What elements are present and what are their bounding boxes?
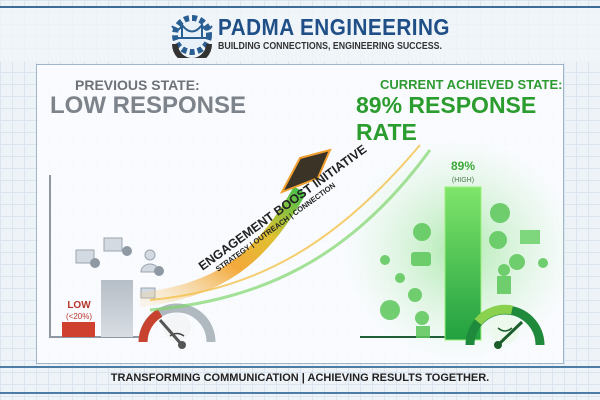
low-bar-label: LOW (<20%) (62, 300, 96, 322)
engagement-icons (380, 203, 548, 338)
header-rule (0, 6, 600, 8)
high-response-bar (444, 186, 482, 341)
company-name: PADMA ENGINEERING (218, 14, 450, 40)
low-bar-value: LOW (67, 300, 91, 311)
header-band (0, 8, 600, 62)
gray-bar (101, 280, 133, 337)
x-badge-icon (90, 246, 164, 276)
high-bar-label: 89% (HIGH) (443, 160, 483, 187)
high-bar-value: 89% (450, 159, 476, 173)
arrow-up-icon (279, 148, 332, 194)
previous-state-label: PREVIOUS STATE: (75, 77, 200, 93)
company-tagline: BUILDING CONNECTIONS, ENGINEERING SUCCES… (218, 41, 442, 52)
low-gauge-icon (138, 303, 216, 349)
low-response-bar (62, 322, 95, 337)
gear-bridge-icon (171, 15, 213, 58)
high-gauge-icon (465, 304, 545, 349)
footer-text: TRANSFORMING COMMUNICATION | ACHIEVING R… (110, 372, 490, 384)
high-bar-sub: (HIGH) (451, 177, 475, 184)
previous-state-value: LOW RESPONSE (50, 92, 247, 119)
footer-rule-bottom (0, 392, 600, 394)
footer-rule-top (0, 366, 600, 368)
growth-swoosh (139, 186, 307, 307)
current-state-label: CURRENT ACHIEVED STATE: (380, 77, 563, 92)
current-state-value: 89% RESPONSE RATE (356, 92, 537, 145)
low-bar-sub: (<20%) (65, 312, 92, 321)
